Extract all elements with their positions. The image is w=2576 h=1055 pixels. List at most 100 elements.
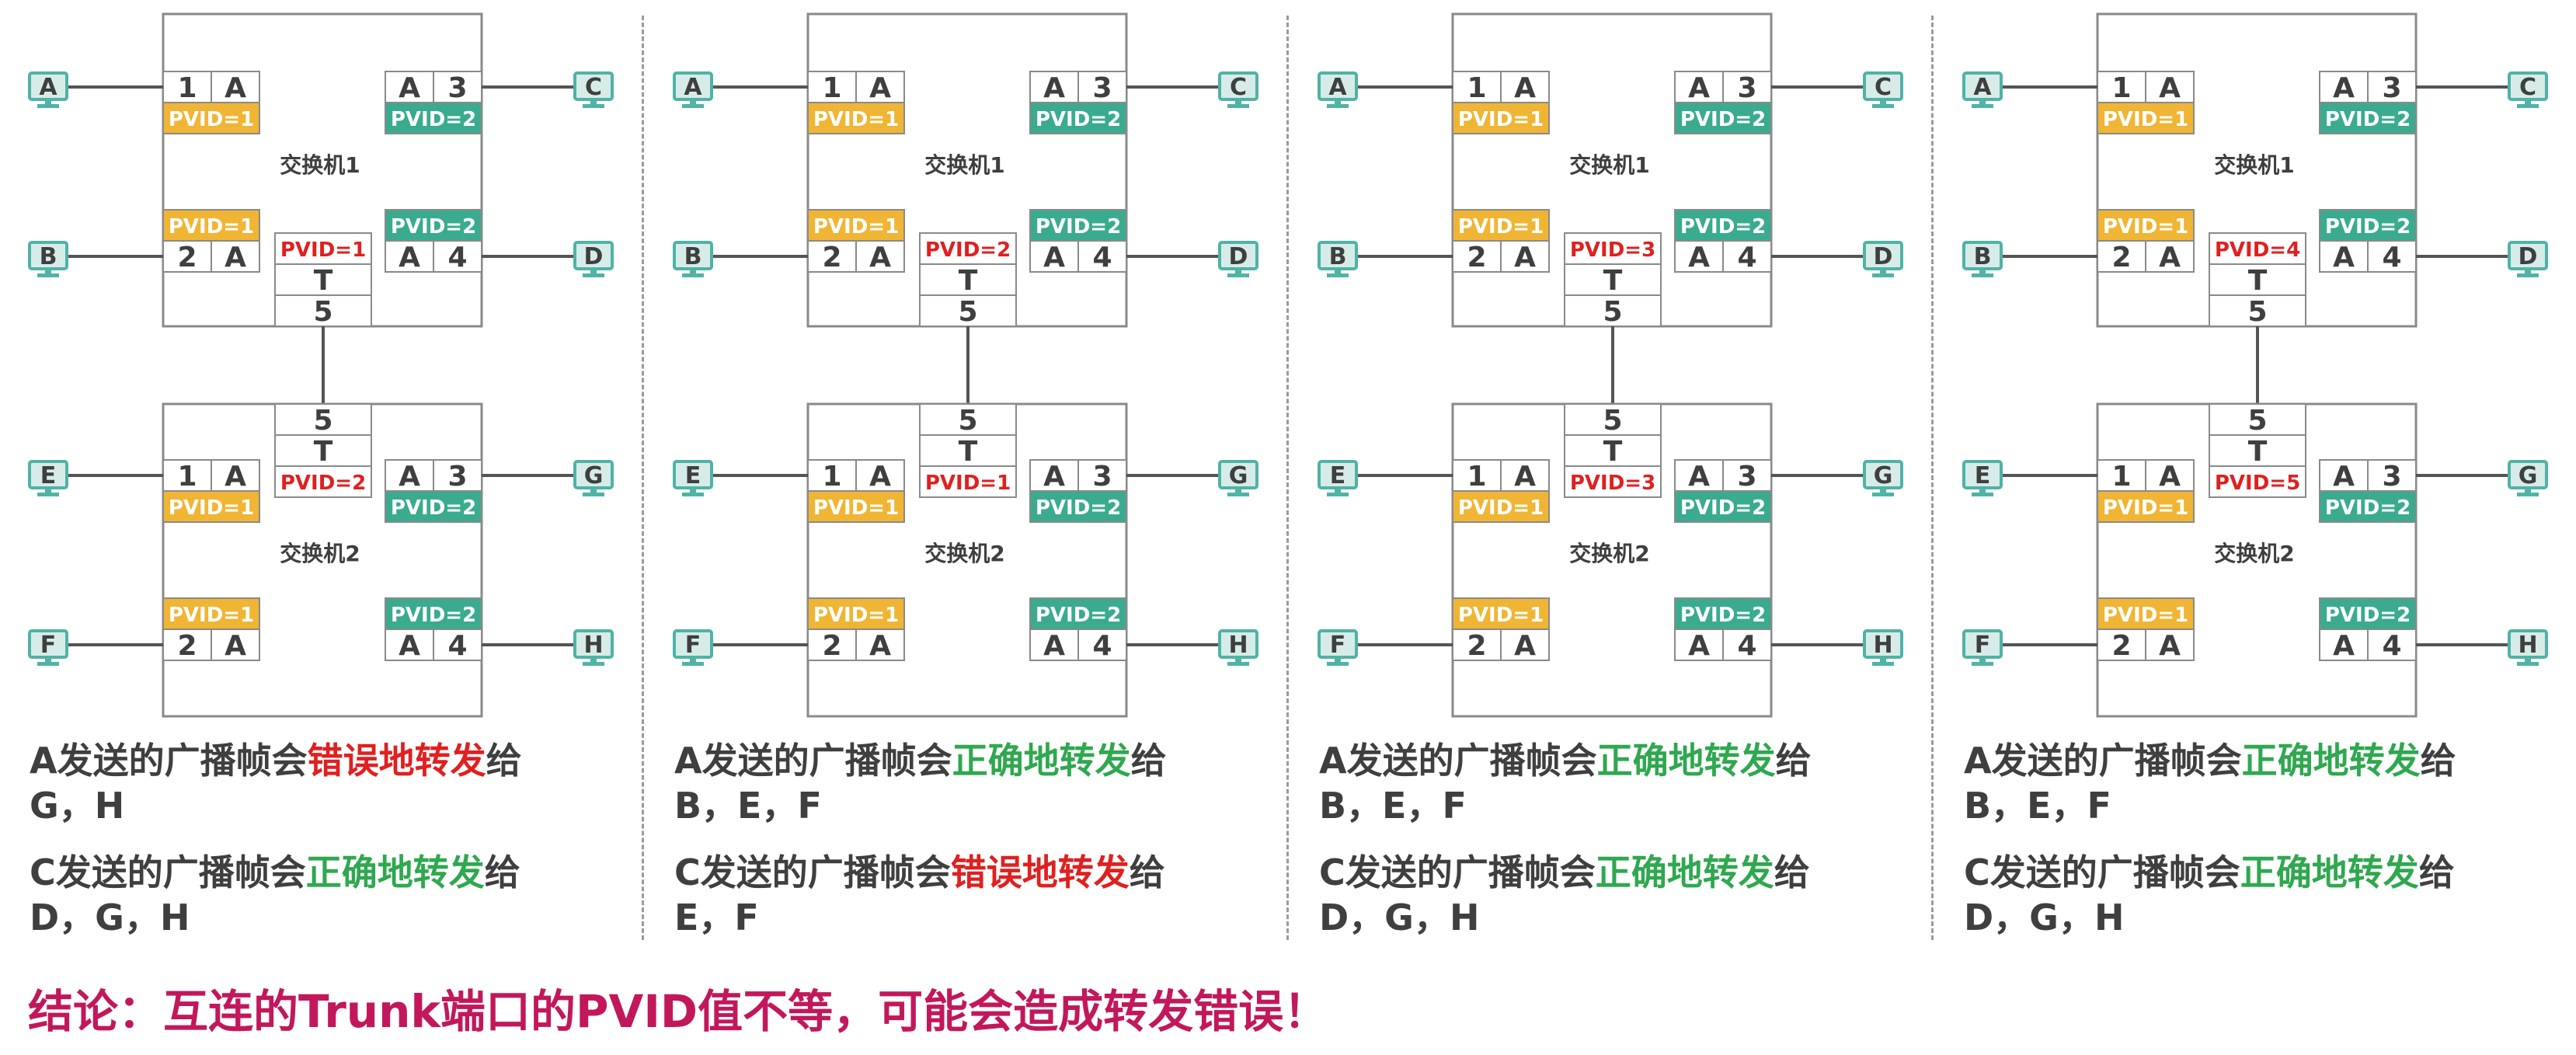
svg-text:PVID=1: PVID=1 [1458, 496, 1544, 520]
svg-text:5: 5 [313, 405, 332, 437]
switch-1-port-2: PVID=1 2 A [162, 209, 260, 273]
switch-2-port-4: PVID=2 A 4 [1029, 597, 1127, 662]
svg-text:1: 1 [177, 461, 197, 493]
network-diagram: 交换机1 1 A PVID=1 A 3 PVID=2 [1318, 12, 1903, 718]
switch-2-trunk-pvid: PVID=1 [925, 472, 1011, 495]
host-label: C [1230, 74, 1247, 101]
a-broadcast-text: A发送的广播帧会正确地转发给 B，E，F [1319, 740, 1812, 827]
c-status: 正确地转发 [1595, 851, 1774, 893]
host-b: B [1318, 241, 1358, 277]
svg-text:4: 4 [2382, 242, 2401, 273]
host-h: H [1218, 629, 1258, 666]
svg-text:A: A [399, 461, 420, 493]
computer-monitor-icon [1863, 71, 1903, 108]
host-f: F [1318, 629, 1358, 666]
a-broadcast-text: A发送的广播帧会错误地转发给 G，H [30, 740, 522, 827]
svg-text:PVID=1: PVID=1 [169, 604, 254, 627]
svg-text:PVID=1: PVID=1 [1458, 108, 1544, 131]
host-e: E [28, 460, 68, 496]
svg-text:T: T [959, 265, 978, 297]
divider [642, 16, 644, 940]
host-label: A [39, 74, 57, 101]
c-status: 正确地转发 [2240, 851, 2419, 893]
switch-1-trunk-port-5: PVID=4 T 5 [2209, 232, 2306, 328]
svg-text:PVID=2: PVID=2 [2325, 604, 2411, 627]
a-status: 正确地转发 [1596, 740, 1776, 782]
switch-2-trunk-port-5: 5 T PVID=1 [919, 403, 1017, 498]
network-diagram: 交换机1 1 A PVID=1 A 3 PVID=2 [673, 12, 1258, 718]
computer-monitor-icon [2508, 241, 2548, 277]
host-e: E [673, 460, 713, 496]
svg-text:PVID=1: PVID=1 [2103, 496, 2188, 520]
host-f: F [1962, 629, 2003, 666]
svg-text:3: 3 [1737, 72, 1756, 104]
svg-text:PVID=2: PVID=2 [391, 496, 476, 520]
conclusion: 结论：互连的Trunk端口的PVID值不等，可能会造成转发错误！ [28, 985, 1329, 1038]
host-label: G [1229, 462, 1248, 489]
switch-1-trunk-pvid: PVID=2 [925, 239, 1011, 262]
c-status: 错误地转发 [950, 851, 1130, 893]
scenario-panel-4: 交换机1 1 A PVID=1 A 3 PVID=2 [1934, 0, 2576, 948]
svg-text:A: A [225, 630, 246, 662]
svg-text:A: A [399, 72, 420, 104]
switch-1-name: 交换机1 [280, 152, 360, 178]
host-a: A [1318, 71, 1358, 108]
svg-text:A: A [225, 242, 246, 273]
computer-monitor-icon [2508, 71, 2548, 108]
svg-text:4: 4 [447, 242, 467, 273]
host-c: C [573, 71, 614, 108]
host-label: D [1874, 243, 1893, 270]
switch-2-trunk-port-5: 5 T PVID=3 [1564, 403, 1662, 498]
computer-monitor-icon [1318, 241, 1358, 277]
computer-monitor-icon [573, 460, 614, 496]
host-label: A [684, 74, 702, 101]
host-label: E [1330, 462, 1346, 489]
switch-1-port-2: PVID=1 2 A [2097, 209, 2195, 273]
switch-2-port-4: PVID=2 A 4 [2319, 597, 2417, 662]
svg-text:A: A [869, 242, 891, 273]
switch-2-trunk-pvid: PVID=2 [280, 472, 366, 495]
switch-2-port-3: A 3 PVID=2 [385, 459, 482, 523]
host-c: C [2508, 71, 2548, 108]
host-label: H [583, 632, 603, 659]
host-label: G [1874, 462, 1893, 489]
svg-text:PVID=2: PVID=2 [2325, 108, 2411, 131]
svg-text:PVID=2: PVID=2 [391, 215, 476, 239]
svg-text:PVID=2: PVID=2 [1680, 496, 1766, 520]
computer-monitor-icon [1962, 71, 2003, 108]
svg-text:2: 2 [177, 630, 197, 662]
switch-1-trunk-pvid: PVID=1 [280, 239, 366, 262]
host-d: D [1218, 241, 1258, 277]
host-label: G [2519, 462, 2538, 489]
host-g: G [2508, 460, 2548, 496]
c-status: 正确地转发 [305, 851, 485, 893]
host-f: F [28, 629, 68, 666]
svg-text:PVID=1: PVID=1 [2103, 108, 2188, 131]
host-label: B [1329, 243, 1347, 270]
c-targets: D，G，H [1319, 897, 1480, 938]
switch-1-port-1: 1 A PVID=1 [162, 71, 260, 134]
c-targets: E，F [674, 897, 759, 938]
computer-monitor-icon [28, 71, 68, 108]
switch-1-port-3: A 3 PVID=2 [385, 71, 482, 134]
switch-1-trunk-port-5: PVID=1 T 5 [274, 232, 372, 328]
svg-text:2: 2 [822, 242, 841, 273]
a-broadcast-text: A发送的广播帧会正确地转发给 B，E，F [674, 740, 1167, 827]
host-label: C [2519, 74, 2536, 101]
computer-monitor-icon [673, 460, 713, 496]
svg-text:T: T [959, 436, 978, 468]
svg-text:PVID=1: PVID=1 [2103, 604, 2188, 627]
computer-monitor-icon [2508, 460, 2548, 496]
svg-text:A: A [2159, 461, 2181, 493]
svg-text:T: T [1603, 436, 1623, 468]
switch-1-trunk-pvid: PVID=3 [1570, 239, 1655, 262]
host-label: E [1975, 462, 1991, 489]
host-label: B [40, 243, 57, 270]
svg-text:A: A [1688, 242, 1710, 273]
switch-1-port-2: PVID=1 2 A [1452, 209, 1550, 273]
svg-text:PVID=1: PVID=1 [1458, 215, 1544, 239]
svg-text:1: 1 [2111, 72, 2131, 104]
svg-text:A: A [1043, 242, 1065, 273]
host-label: D [1229, 243, 1248, 270]
svg-text:PVID=2: PVID=2 [1036, 496, 1121, 520]
